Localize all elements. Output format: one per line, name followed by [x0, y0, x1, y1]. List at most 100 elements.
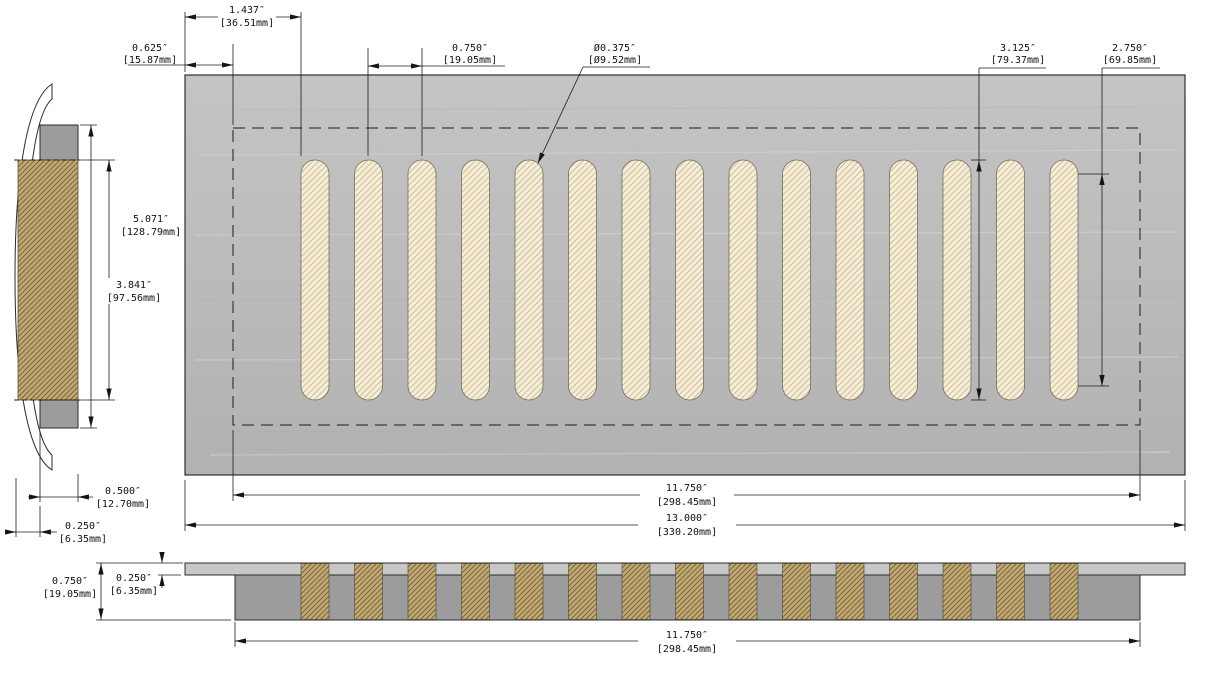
vent-slot — [942, 159, 972, 401]
front-view — [184, 74, 1186, 476]
vent-slot — [300, 159, 330, 401]
vent-slot — [1049, 159, 1079, 401]
dim-mm-text: [298.45mm] — [657, 497, 717, 508]
profile-slot-hatch — [942, 563, 972, 620]
dim-inches-text: 11.750″ — [666, 483, 708, 494]
profile-slot-hatch — [407, 563, 437, 620]
dim-inches-text: 5.071″ — [133, 214, 169, 225]
dim-label-profile-opening-width: 11.750″ [298.45mm] — [638, 629, 736, 655]
dim-inches-text: 0.250″ — [65, 521, 101, 532]
dim-mm-text: [97.56mm] — [107, 293, 161, 304]
vent-slot — [354, 159, 383, 401]
section-top-block — [39, 124, 79, 161]
opening-hidden-outline — [232, 127, 1141, 426]
dim-slot-straight-lines — [1078, 67, 1160, 387]
dim-label-opening-width: 11.750″ [298.45mm] — [640, 483, 734, 509]
dim-inches-text: 0.500″ — [105, 486, 141, 497]
dim-slot-length-lines — [971, 67, 1046, 401]
profile-slot-hatch — [835, 563, 865, 620]
dim-inches-text: 11.750″ — [666, 630, 708, 641]
dim-mm-text: [128.79mm] — [121, 227, 181, 238]
dim-label-opening-height: 3.841″ [97.56mm] — [104, 278, 164, 304]
vent-slot — [621, 159, 651, 401]
dim-label-slot-pitch: 0.750″ [19.05mm] — [443, 43, 497, 66]
profile-slot-hatch — [568, 563, 597, 620]
dim-label-slot-length: 3.125″ [79.37mm] — [991, 43, 1045, 66]
dim-label-slot-diameter: Ø0.375″ [Ø9.52mm] — [588, 42, 642, 66]
vent-slot — [461, 159, 490, 401]
profile-slot-hatch — [354, 563, 383, 620]
vent-slots-group — [300, 159, 1079, 401]
section-damper-hatch — [17, 159, 79, 401]
dim-label-slot-straight: 2.750″ [69.85mm] — [1103, 43, 1157, 66]
dim-mm-text: [298.45mm] — [657, 644, 717, 655]
vent-slot — [675, 159, 704, 401]
dim-mm-text: [69.85mm] — [1103, 55, 1157, 66]
dim-label-edge-margin: 0.625″ [15.87mm] — [123, 43, 177, 66]
dim-inches-text: 0.750″ — [52, 576, 88, 587]
profile-slot-hatch — [1049, 563, 1079, 620]
dimension-labels: 1.437″ [36.51mm] 0.625″ [15.87mm] 0.750″… — [43, 4, 1157, 655]
vent-slot — [782, 159, 811, 401]
label-mask — [640, 483, 734, 509]
dim-label-damper-depth: 0.500″ [12.70mm] — [96, 486, 150, 510]
vent-slot — [514, 159, 544, 401]
vent-slot — [835, 159, 865, 401]
profile-slot-hatch — [300, 563, 330, 620]
side-section-view — [14, 83, 80, 471]
dim-mm-text: [330.20mm] — [657, 527, 717, 538]
dim-inches-text: 0.250″ — [116, 573, 152, 584]
dim-mm-text: [19.05mm] — [443, 55, 497, 66]
profile-slot-hatch — [728, 563, 758, 620]
bottom-profile-view — [184, 562, 1186, 621]
dim-damper-depth-lines — [28, 432, 93, 502]
dim-label-flange-lip: 0.250″ [6.35mm] — [59, 521, 107, 545]
section-bottom-block — [39, 399, 79, 429]
profile-slot-hatch — [514, 563, 544, 620]
profile-slot-hatch — [675, 563, 704, 620]
dim-mm-text: [Ø9.52mm] — [588, 54, 642, 66]
dim-mm-text: [6.35mm] — [59, 534, 107, 545]
label-mask — [638, 629, 736, 655]
dim-profile-height-lines — [96, 562, 231, 621]
vent-slot — [568, 159, 597, 401]
dim-inches-text: 2.750″ — [1112, 43, 1148, 54]
vent-slot — [407, 159, 437, 401]
dim-inches-text: 0.625″ — [132, 43, 168, 54]
label-mask — [218, 4, 276, 29]
vent-slot — [728, 159, 758, 401]
dimension-line — [199, 149, 1176, 156]
dim-overall-height-lines — [80, 124, 97, 429]
dim-inches-text: 3.125″ — [1000, 43, 1036, 54]
dim-inches-text: 13.000″ — [666, 513, 708, 524]
dim-mm-text: [12.70mm] — [96, 499, 150, 510]
dimension-line — [239, 106, 1141, 111]
profile-slot-hatch-group — [300, 563, 1079, 620]
dim-label-overall-height: 5.071″ [128.79mm] — [121, 214, 181, 238]
dim-label-profile-lip: 0.250″ [6.35mm] — [110, 573, 158, 597]
dim-label-first-slot-offset: 1.437″ [36.51mm] — [218, 4, 276, 29]
dimension-line — [537, 66, 584, 164]
profile-slot-hatch — [889, 563, 918, 620]
dim-label-overall-width: 13.000″ [330.20mm] — [638, 513, 736, 539]
dim-inches-text: Ø0.375″ — [594, 42, 636, 54]
label-mask — [638, 513, 736, 539]
dim-inches-text: 3.841″ — [116, 280, 152, 291]
dim-inches-text: 1.437″ — [229, 5, 265, 16]
dim-profile-lip-lines — [158, 552, 181, 588]
dim-inches-text: 0.750″ — [452, 43, 488, 54]
dimension-line — [199, 427, 1176, 433]
dim-label-profile-height: 0.750″ [19.05mm] — [43, 576, 97, 600]
dim-edge-margin-lines — [128, 44, 234, 125]
dim-flange-lip-lines — [5, 478, 57, 537]
profile-slot-hatch — [782, 563, 811, 620]
dimension-line — [209, 451, 1171, 456]
dim-mm-text: [79.37mm] — [991, 55, 1045, 66]
dim-mm-text: [36.51mm] — [220, 18, 274, 29]
dim-mm-text: [6.35mm] — [110, 586, 158, 597]
profile-slot-hatch — [461, 563, 490, 620]
profile-slot-hatch — [996, 563, 1025, 620]
dim-mm-text: [19.05mm] — [43, 589, 97, 600]
label-mask — [104, 278, 164, 304]
